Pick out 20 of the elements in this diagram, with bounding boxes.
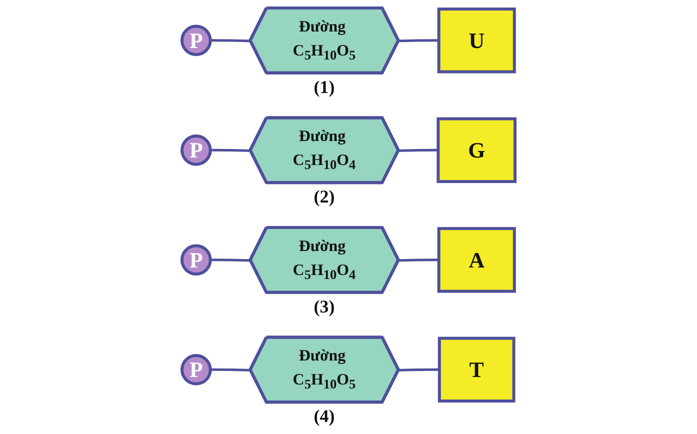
figure-number: (3): [314, 296, 335, 316]
connector: [398, 368, 440, 372]
node-circle: P: [180, 24, 212, 56]
node-circle: P: [180, 354, 212, 386]
figure-number: (4): [314, 406, 335, 426]
node-circle: P: [180, 244, 212, 276]
connector: [210, 368, 251, 372]
node-box: T: [438, 336, 516, 403]
connector: [398, 148, 438, 152]
node-box: A: [437, 227, 516, 293]
connector: [398, 258, 439, 262]
node-box: G: [436, 117, 516, 184]
node-circle: P: [180, 134, 212, 166]
connector: [210, 258, 251, 262]
connector: [398, 39, 439, 42]
figure-number: (2): [314, 186, 335, 207]
node-box: U: [437, 8, 516, 74]
connector: [210, 148, 251, 152]
connector: [210, 39, 251, 42]
figure-number: (1): [314, 76, 335, 97]
